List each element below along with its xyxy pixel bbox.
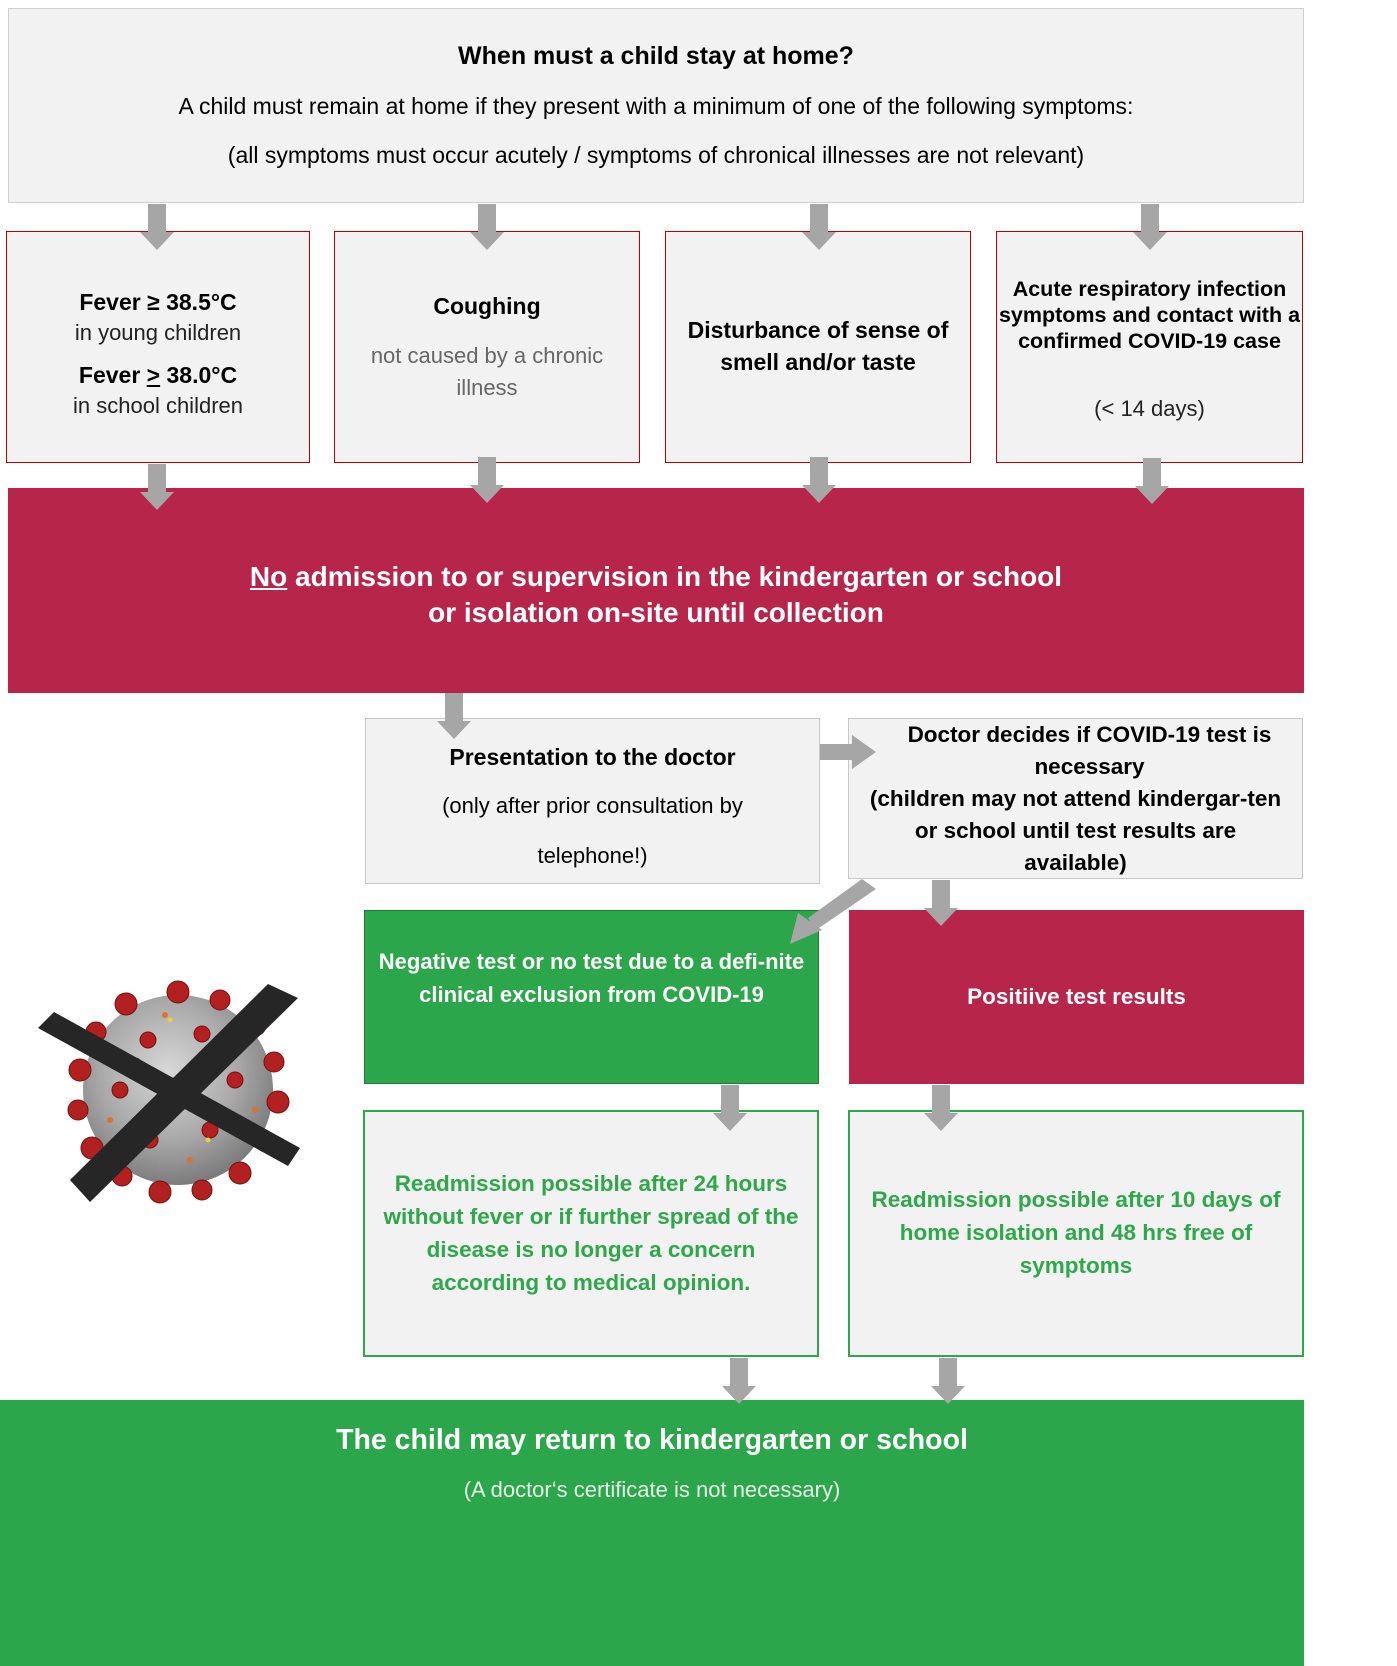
positive-text: Positiive test results <box>967 984 1186 1009</box>
fever-title-2-prefix: Fever <box>78 362 147 388</box>
readmit-negative-text: Readmission possible after 24 hours with… <box>383 1170 799 1295</box>
no-admission-line2: or isolation on-site until collection <box>428 596 884 628</box>
fever-title-2-suffix: 38.0°C <box>160 362 238 388</box>
doctor-title: Presentation to the doctor <box>449 743 736 770</box>
down-arrow-icon <box>931 1358 965 1404</box>
symptom-coughing-box: Coughing not caused by a chronic illness <box>334 231 640 463</box>
fever-sub-2: in school children <box>73 393 243 418</box>
down-arrow-icon <box>722 1358 756 1404</box>
negative-box: Negative test or no test due to a defi-n… <box>364 910 819 1084</box>
footer-box: The child may return to kindergarten or … <box>0 1400 1304 1666</box>
no-word: No <box>249 560 288 592</box>
decision-sub: (children may not attend kindergar-ten o… <box>869 785 1282 875</box>
negative-text: Negative test or no test due to a defi-n… <box>378 949 805 1007</box>
footer-title: The child may return to kindergarten or … <box>336 1424 968 1456</box>
doctor-sub-2: telephone!) <box>537 842 648 868</box>
symptom-respiratory-box: Acute respiratory infection symptoms and… <box>996 231 1303 463</box>
header-title: When must a child stay at home? <box>458 42 854 70</box>
header-line2: (all symptoms must occur acutely / sympt… <box>227 142 1085 168</box>
fever-title-1: Fever ≥ 38.5°C <box>79 289 237 315</box>
positive-box: Positiive test results <box>849 910 1304 1084</box>
footer-sub: (A doctor‘s certificate is not necessary… <box>463 1477 841 1502</box>
fever-title-2-symbol: > <box>146 362 161 388</box>
decision-title: Doctor decides if COVID-19 test is neces… <box>907 721 1272 779</box>
crossed-out-coronavirus-icon <box>38 980 300 1204</box>
doctor-sub-1: (only after prior consultation by <box>442 792 743 818</box>
no-admission-line1-rest: admission to or supervision in the kinde… <box>287 560 1063 592</box>
smell-title: Disturbance of sense of smell and/or tas… <box>687 316 949 375</box>
fever-title-2: Fever > 38.0°C <box>79 362 237 389</box>
fever-sub-1: in young children <box>74 320 242 345</box>
no-admission-box: No admission to or supervision in the ki… <box>8 488 1304 693</box>
symptom-smell-box: Disturbance of sense of smell and/or tas… <box>665 231 971 463</box>
doctor-box: Presentation to the doctor (only after p… <box>365 718 820 884</box>
symptom-fever-box: Fever ≥ 38.5°C in young children Fever >… <box>6 231 310 463</box>
respiratory-title: Acute respiratory infection symptoms and… <box>998 277 1301 353</box>
coughing-title: Coughing <box>433 293 541 319</box>
readmit-positive-text: Readmission possible after 10 days of ho… <box>871 1187 1281 1278</box>
readmit-negative-box: Readmission possible after 24 hours with… <box>363 1110 819 1357</box>
header-line1: A child must remain at home if they pres… <box>178 93 1134 119</box>
header-box: When must a child stay at home? A child … <box>8 8 1304 203</box>
decision-box: Doctor decides if COVID-19 test is neces… <box>848 718 1303 879</box>
coughing-sub: not caused by a chronic illness <box>370 343 604 400</box>
no-admission-line1: No admission to or supervision in the ki… <box>250 561 1062 593</box>
respiratory-sub: (< 14 days) <box>1094 396 1205 421</box>
readmit-positive-box: Readmission possible after 10 days of ho… <box>848 1110 1304 1357</box>
